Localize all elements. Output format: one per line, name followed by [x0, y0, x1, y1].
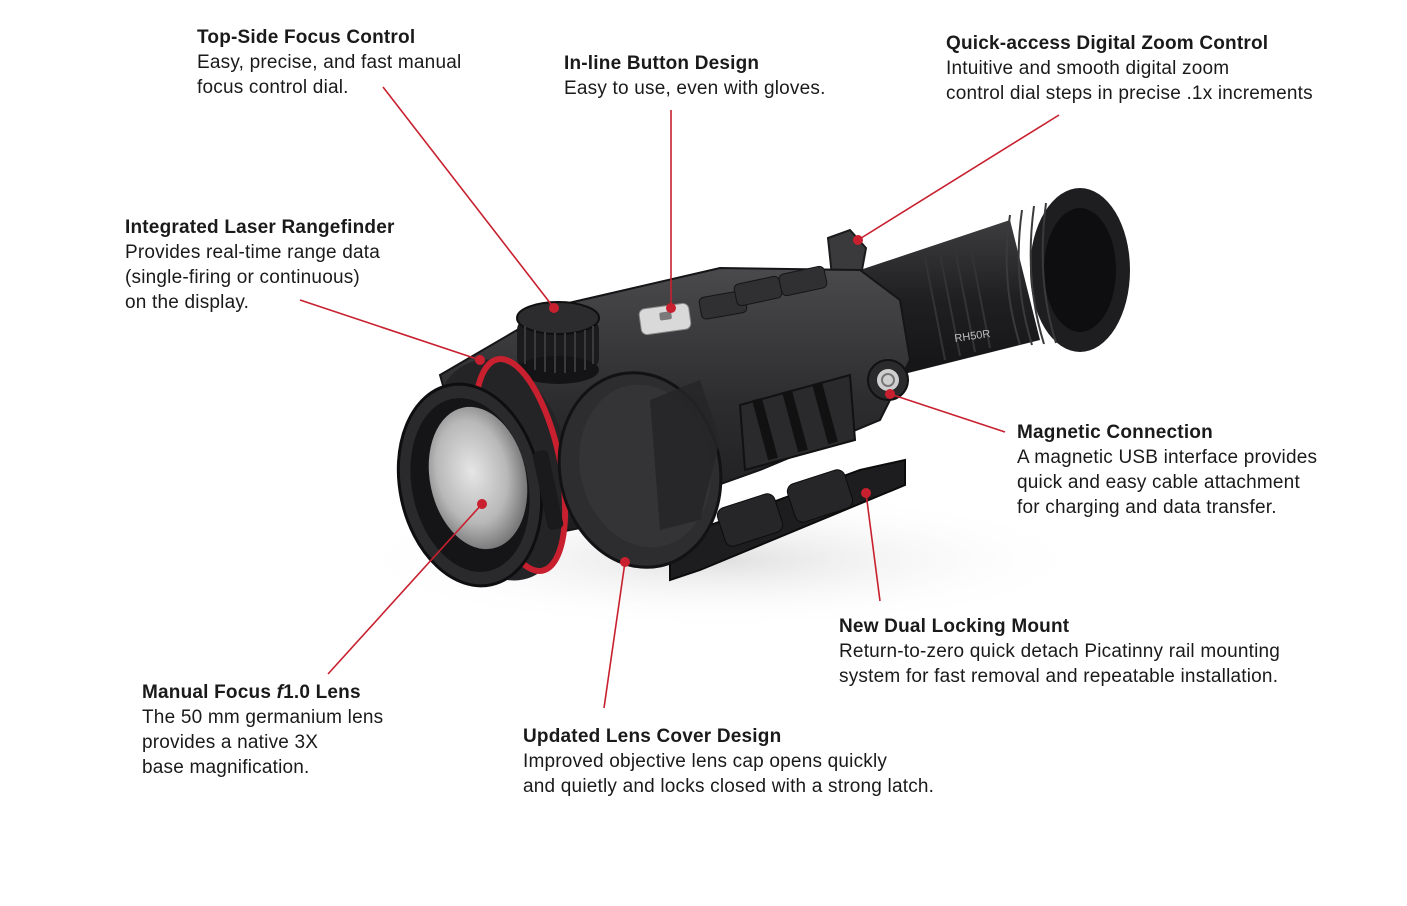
- lens-title-suffix: 1.0 Lens: [283, 682, 361, 703]
- callout-title: Magnetic Connection: [1017, 422, 1213, 443]
- callout-desc: Easy to use, even with gloves.: [564, 78, 826, 99]
- callout-button-design: In-line Button Design Easy to use, even …: [564, 51, 826, 101]
- leader-digital-zoom: [857, 114, 1060, 241]
- callout-title: Updated Lens Cover Design: [523, 726, 782, 747]
- lens-title-italic: f: [276, 682, 284, 703]
- callout-desc: The 50 mm germanium lens provides a nati…: [142, 707, 384, 778]
- side-rail: [738, 373, 857, 472]
- callout-title: Top-Side Focus Control: [197, 27, 416, 48]
- button-cluster: [638, 265, 828, 336]
- model-mark: RH50R: [954, 328, 991, 345]
- callout-title: Manual Focus f1.0 Lens: [142, 680, 383, 705]
- callout-rangefinder: Integrated Laser Rangefinder Provides re…: [125, 215, 395, 315]
- callout-title: In-line Button Design: [564, 53, 760, 74]
- leader-rangefinder: [299, 299, 481, 361]
- callout-desc: Provides real-time range data (single-fi…: [125, 242, 381, 313]
- magnetic-connector: [867, 359, 909, 401]
- leader-lens: [327, 503, 483, 675]
- callout-desc: Return-to-zero quick detach Picatinny ra…: [839, 641, 1281, 687]
- callout-title: Quick-access Digital Zoom Control: [946, 33, 1269, 54]
- callout-magnetic: Magnetic Connection A magnetic USB inter…: [1017, 420, 1317, 520]
- leader-lines: [299, 86, 1060, 709]
- leader-mount: [865, 492, 881, 602]
- callout-digital-zoom: Quick-access Digital Zoom Control Intuit…: [946, 31, 1313, 106]
- callout-desc: Intuitive and smooth digital zoom contro…: [946, 58, 1313, 104]
- callout-lens-cover: Updated Lens Cover Design Improved objec…: [523, 724, 934, 799]
- lens-title-prefix: Manual Focus: [142, 682, 277, 703]
- callout-desc: Improved objective lens cap opens quickl…: [523, 751, 935, 797]
- callout-desc: Easy, precise, and fast manual focus con…: [197, 52, 462, 98]
- callout-title: New Dual Locking Mount: [839, 616, 1070, 637]
- eyepiece: RH50R: [860, 188, 1130, 380]
- callout-title: Integrated Laser Rangefinder: [125, 217, 395, 238]
- leader-dots: [475, 235, 895, 567]
- focus-knob: [516, 301, 600, 384]
- callout-desc: A magnetic USB interface provides quick …: [1017, 447, 1318, 518]
- callout-lens: Manual Focus f1.0 Lens The 50 mm germani…: [142, 680, 383, 780]
- leader-magnetic: [889, 393, 1006, 433]
- objective-housing: [396, 356, 573, 588]
- germanium-lens: [428, 406, 528, 550]
- leader-focus-control: [382, 86, 555, 309]
- lens-cover: [532, 371, 723, 569]
- callout-focus-control: Top-Side Focus Control Easy, precise, an…: [197, 25, 461, 100]
- leader-lens-cover: [603, 561, 626, 709]
- callout-mount: New Dual Locking Mount Return-to-zero qu…: [839, 614, 1280, 689]
- dual-locking-mount: [669, 458, 906, 582]
